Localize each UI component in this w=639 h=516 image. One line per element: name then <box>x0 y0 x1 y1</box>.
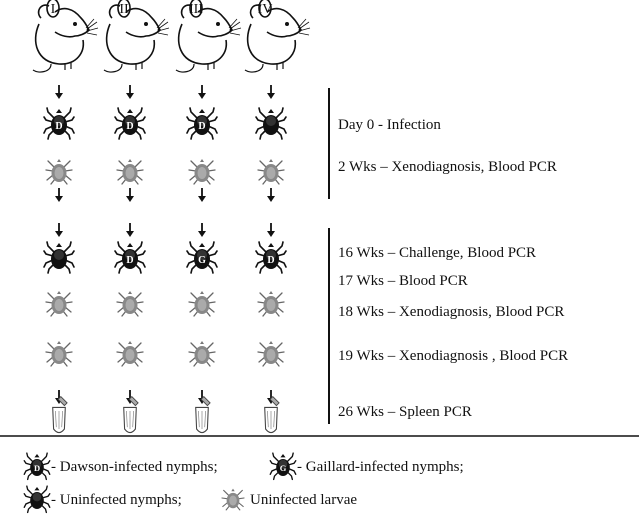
mouse-1-icon: I <box>33 0 98 72</box>
down-arrow-icon <box>55 85 63 99</box>
down-arrow-icon <box>126 223 134 237</box>
tick-icon: D <box>115 108 145 139</box>
timeline-day0: Day 0 - Infection <box>338 117 441 133</box>
larva-icon <box>189 341 215 366</box>
down-arrow-icon <box>267 188 275 202</box>
tick-icon <box>256 108 286 139</box>
timeline-17wks: 17 Wks – Blood PCR <box>338 273 468 289</box>
larva-icon <box>117 291 143 316</box>
larva-icon <box>117 341 143 366</box>
legend: D - Dawson-infected nymphs; G - Gaillard… <box>24 453 463 512</box>
timeline-18wks: 18 Wks – Xenodiagnosis, Blood PCR <box>338 304 564 320</box>
mouse-label: III <box>189 2 203 17</box>
larva-icon <box>258 341 284 366</box>
timeline-26wks: 26 Wks – Spleen PCR <box>338 404 472 420</box>
mouse-label: I <box>51 2 56 17</box>
larva-icon <box>46 159 72 184</box>
tick-strain-letter: D <box>267 255 274 266</box>
tick-icon: D <box>44 108 74 139</box>
uninfected-larva-icon <box>222 489 244 510</box>
tick-icon: D <box>187 108 217 139</box>
larva-icon <box>117 159 143 184</box>
mouse-label: IV <box>258 2 273 17</box>
tick-strain-letter: D <box>126 121 133 132</box>
down-arrow-icon <box>55 223 63 237</box>
gaillard-tick-icon: G <box>270 453 296 479</box>
down-arrow-icon <box>126 85 134 99</box>
larva-icon <box>46 341 72 366</box>
timeline-19wks: 19 Wks – Xenodiagnosis , Blood PCR <box>338 348 568 364</box>
tick-icon: G <box>187 242 217 273</box>
timeline-16wks: 16 Wks – Challenge, Blood PCR <box>338 245 536 261</box>
uninfected-nymph-icon <box>24 486 50 512</box>
tick-strain-letter: D <box>126 255 133 266</box>
larva-icon <box>258 291 284 316</box>
tick-icon: D <box>256 242 286 273</box>
tick-icon <box>44 242 74 273</box>
svg-text:G: G <box>280 463 287 473</box>
legend-uninfected-larvae: Uninfected larvae <box>250 492 357 508</box>
larva-icon <box>46 291 72 316</box>
legend-dawson: - Dawson-infected nymphs; <box>51 459 218 475</box>
tick-strain-letter: D <box>55 121 62 132</box>
larva-icon <box>189 291 215 316</box>
tick-icon: D <box>115 242 145 273</box>
legend-gaillard: - Gaillard-infected nymphs; <box>297 459 464 475</box>
mouse-label: II <box>119 2 129 17</box>
down-arrow-icon <box>198 85 206 99</box>
tick-strain-letter: G <box>198 255 206 266</box>
legend-uninfected-nymphs: - Uninfected nymphs; <box>51 492 182 508</box>
svg-text:D: D <box>34 463 40 473</box>
larva-icon <box>189 159 215 184</box>
down-arrow-icon <box>267 223 275 237</box>
tick-strain-letter: D <box>198 121 205 132</box>
down-arrow-icon <box>55 188 63 202</box>
dawson-tick-icon: D <box>24 453 50 479</box>
larva-icon <box>258 159 284 184</box>
down-arrow-icon <box>126 188 134 202</box>
down-arrow-icon <box>198 188 206 202</box>
down-arrow-icon <box>198 223 206 237</box>
mouse-4-icon: IV <box>245 0 310 72</box>
down-arrow-icon <box>267 85 275 99</box>
mouse-3-icon: III <box>176 0 241 72</box>
mouse-2-icon: II <box>104 0 169 72</box>
timeline-2wks: 2 Wks – Xenodiagnosis, Blood PCR <box>338 159 557 175</box>
